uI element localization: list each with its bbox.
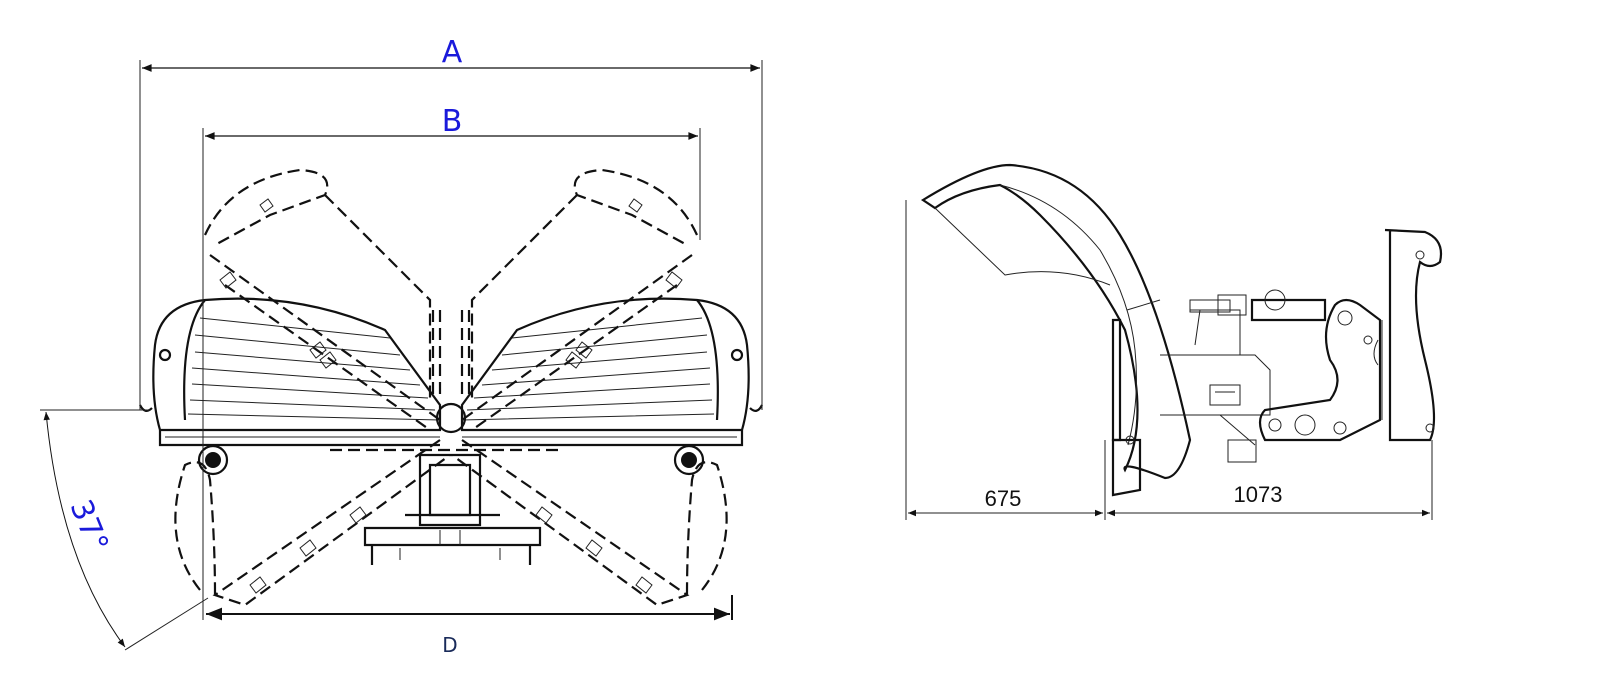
dimension-a: A xyxy=(139,35,763,410)
side-dimensions: 675 1073 xyxy=(905,200,1433,520)
dimension-a-label: A xyxy=(442,35,463,70)
side-view-plow xyxy=(920,163,1443,497)
top-view-plow xyxy=(138,168,764,607)
dimension-b: B xyxy=(202,104,701,620)
dimension-d-label: D xyxy=(442,633,457,657)
front-length-label: 675 xyxy=(985,486,1022,511)
dimension-b-label: B xyxy=(442,104,463,139)
dimension-d: D xyxy=(206,595,733,657)
angle-label: 37° xyxy=(63,495,115,557)
rear-length-label: 1073 xyxy=(1234,482,1283,507)
